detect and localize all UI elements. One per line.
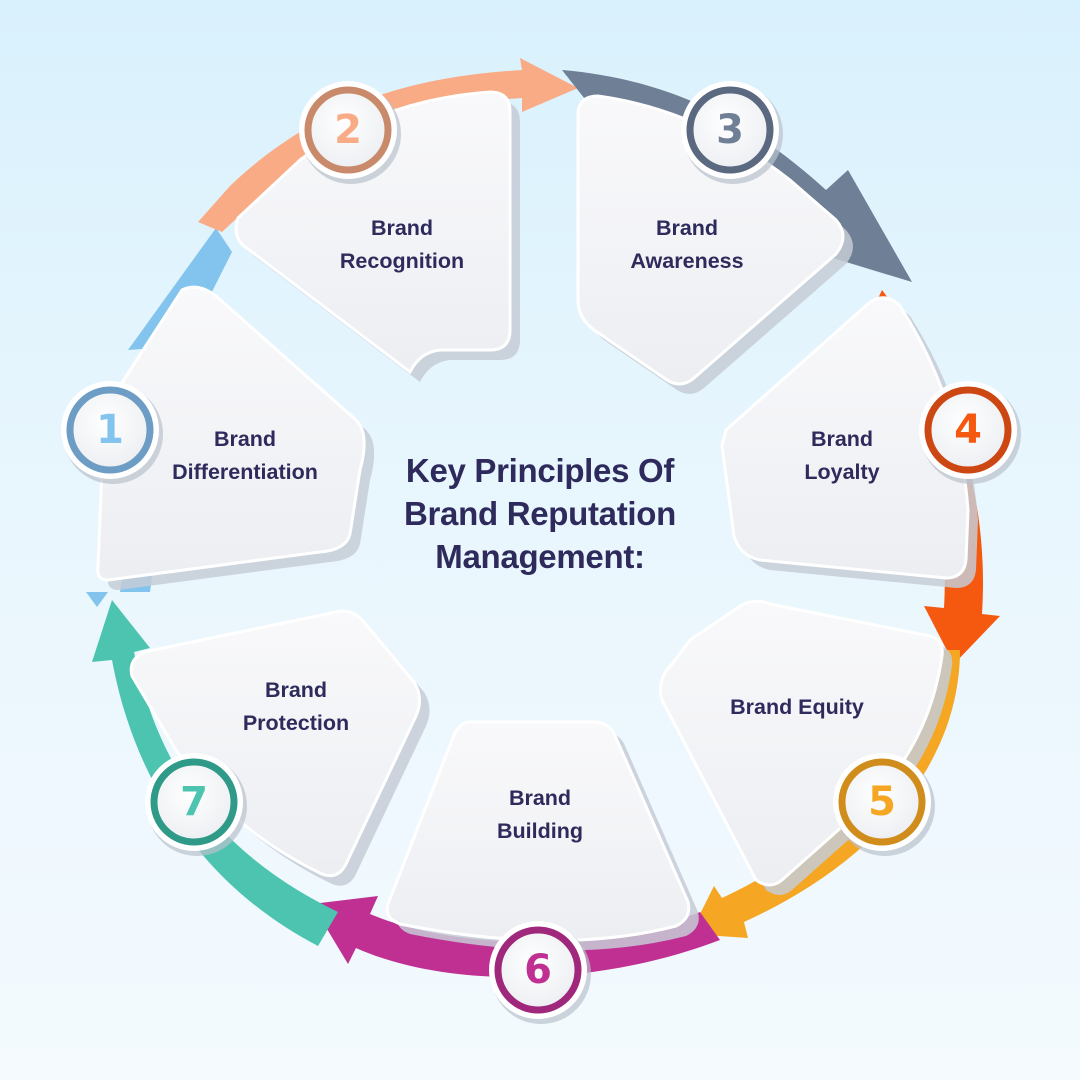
title-line-3: Management: (435, 537, 645, 575)
arc-segment-6 (312, 896, 720, 978)
step-label-3: Brand Awareness (630, 216, 744, 273)
badge-number-2: 2 (334, 107, 362, 153)
badge-number-5: 5 (868, 779, 896, 825)
badge-number-7: 7 (180, 779, 208, 825)
step-label-7: Brand Protection (242, 678, 350, 735)
card-5 (658, 599, 944, 887)
card-7 (129, 609, 421, 878)
badge-number-6: 6 (524, 947, 552, 993)
number-badges (61, 81, 1021, 1024)
step-label-6: Brand Building (497, 786, 583, 843)
card-2 (234, 90, 512, 375)
card-4 (720, 296, 970, 580)
badge-3 (681, 81, 783, 184)
badge-6 (489, 921, 591, 1024)
badge-7 (145, 753, 247, 856)
step-label-5: Brand Equity (730, 695, 864, 719)
step-label-1: Brand Differentiation (172, 427, 318, 484)
diagram-title: Key Principles Of Brand Reputation Manag… (340, 450, 740, 579)
title-line-1: Key Principles Of (405, 452, 675, 489)
step-label-4: Brand Loyalty (804, 427, 880, 484)
badge-4 (919, 381, 1021, 484)
title-line-2: Brand Reputation (403, 494, 677, 532)
cards (96, 90, 970, 943)
card-1 (96, 285, 366, 582)
step-label-2: Brand Recognition (339, 216, 465, 273)
badge-1 (61, 381, 163, 484)
badge-5 (833, 753, 935, 856)
badge-number-1: 1 (96, 407, 124, 453)
badge-number-3: 3 (716, 107, 744, 153)
card-3 (576, 94, 845, 386)
badge-2 (299, 81, 401, 184)
badge-number-4: 4 (954, 407, 982, 453)
arc-segment-7 (92, 600, 338, 946)
